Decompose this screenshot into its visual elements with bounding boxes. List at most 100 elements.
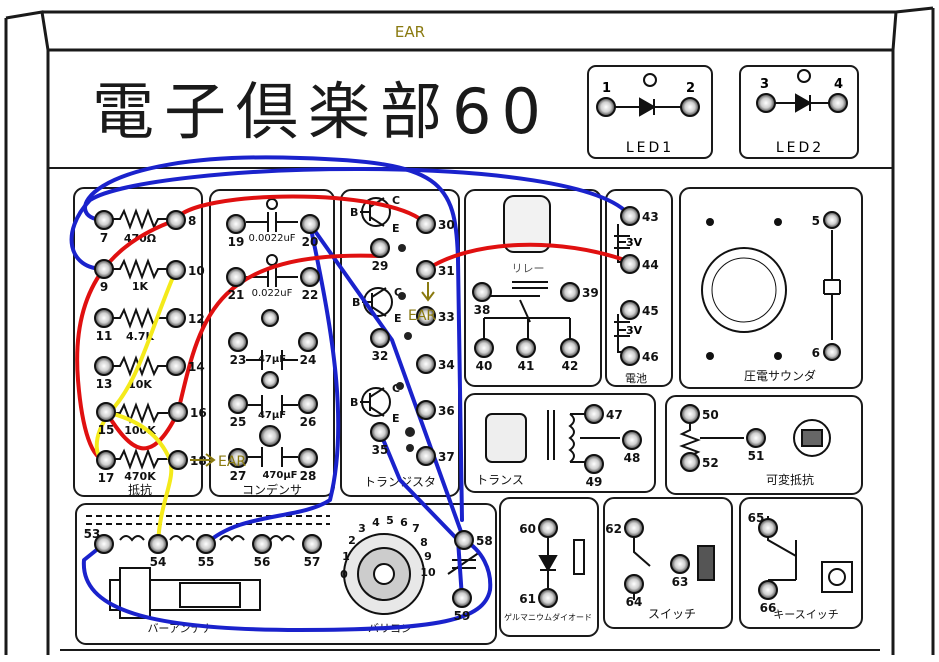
terminal-15[interactable]: [96, 402, 116, 422]
terminal-7[interactable]: [94, 210, 114, 230]
terminal-28[interactable]: [298, 448, 318, 468]
terminal-22[interactable]: [300, 267, 320, 287]
terminal-4[interactable]: [828, 93, 848, 113]
terminal-14[interactable]: [166, 356, 186, 376]
terminal-25[interactable]: [228, 394, 248, 414]
terminal-61[interactable]: [538, 588, 558, 608]
terminal-31[interactable]: [416, 260, 436, 280]
terminal-label-39: 39: [582, 286, 599, 300]
decor-dots: [396, 244, 415, 452]
terminal-10[interactable]: [166, 260, 186, 280]
panel-resistor: [73, 187, 203, 497]
terminal-59[interactable]: [452, 588, 472, 608]
terminal-48[interactable]: [622, 430, 642, 450]
capacitor-47-body: [261, 309, 279, 327]
terminal-49[interactable]: [584, 454, 604, 474]
terminal-64[interactable]: [624, 574, 644, 594]
terminal-9[interactable]: [94, 259, 114, 279]
terminal-44[interactable]: [620, 254, 640, 274]
terminal-27[interactable]: [228, 448, 248, 468]
terminal-8[interactable]: [166, 210, 186, 230]
terminal-13[interactable]: [94, 356, 114, 376]
terminal-26[interactable]: [298, 394, 318, 414]
pin-b-3: B: [350, 396, 358, 409]
terminal-47[interactable]: [584, 404, 604, 424]
varicon-dial[interactable]: [343, 533, 425, 615]
terminal-46[interactable]: [620, 346, 640, 366]
terminal-54[interactable]: [148, 534, 168, 554]
terminal-20[interactable]: [300, 214, 320, 234]
terminal-52[interactable]: [680, 452, 700, 472]
terminal-2[interactable]: [680, 97, 700, 117]
terminal-17[interactable]: [96, 450, 116, 470]
terminal-33[interactable]: [416, 306, 436, 326]
terminal-label-45: 45: [642, 304, 659, 318]
terminal-41[interactable]: [516, 338, 536, 358]
terminal-35[interactable]: [370, 422, 390, 442]
key-switch-label: キースイッチ: [773, 608, 838, 621]
terminal-66[interactable]: [758, 580, 778, 600]
terminal-45[interactable]: [620, 300, 640, 320]
terminal-label-16: 16: [190, 406, 207, 420]
diode-symbol: [538, 536, 585, 588]
terminal-label-21: 21: [228, 288, 245, 302]
terminal-51[interactable]: [746, 428, 766, 448]
panel-key-switch: [739, 497, 863, 629]
terminal-58[interactable]: [454, 530, 474, 550]
terminal-label-63: 63: [672, 575, 689, 589]
terminal-21[interactable]: [226, 267, 246, 287]
terminal-label-36: 36: [438, 404, 455, 418]
terminal-29[interactable]: [370, 238, 390, 258]
terminal-label-41: 41: [518, 359, 535, 373]
terminal-50[interactable]: [680, 404, 700, 424]
terminal-label-43: 43: [642, 210, 659, 224]
terminal-label-12: 12: [188, 312, 205, 326]
terminal-6[interactable]: [823, 343, 841, 361]
terminal-60[interactable]: [538, 518, 558, 538]
terminal-55[interactable]: [196, 534, 216, 554]
terminal-42[interactable]: [560, 338, 580, 358]
top-ear-label: EAR: [395, 23, 425, 41]
terminal-34[interactable]: [416, 354, 436, 374]
terminal-5[interactable]: [823, 211, 841, 229]
terminal-53[interactable]: [94, 534, 114, 554]
svg-text:2: 2: [348, 534, 356, 547]
terminal-56[interactable]: [252, 534, 272, 554]
ear-label-1: EAR: [218, 454, 246, 470]
terminal-43[interactable]: [620, 206, 640, 226]
svg-text:3: 3: [358, 522, 366, 535]
ear-arrow-down-icon: [421, 282, 435, 302]
terminal-label-6: 6: [812, 346, 820, 360]
terminal-label-66: 66: [760, 601, 777, 615]
terminal-30[interactable]: [416, 214, 436, 234]
pin-b-1: B: [350, 206, 358, 219]
terminal-12[interactable]: [166, 308, 186, 328]
terminal-65[interactable]: [758, 518, 778, 538]
terminal-19[interactable]: [226, 214, 246, 234]
terminal-36[interactable]: [416, 400, 436, 420]
terminal-11[interactable]: [94, 308, 114, 328]
capacitor-value-4: 470μF: [262, 470, 297, 481]
terminal-16[interactable]: [168, 402, 188, 422]
terminal-57[interactable]: [302, 534, 322, 554]
terminal-3[interactable]: [756, 93, 776, 113]
terminal-62[interactable]: [624, 518, 644, 538]
panel-relay: [464, 189, 602, 387]
terminal-38[interactable]: [472, 282, 492, 302]
terminal-1[interactable]: [596, 97, 616, 117]
led-symbol-icon: [795, 93, 813, 113]
terminal-32[interactable]: [370, 328, 390, 348]
wires: [69, 155, 632, 632]
terminal-37[interactable]: [416, 446, 436, 466]
terminal-label-47: 47: [606, 408, 623, 422]
terminal-label-11: 11: [96, 329, 113, 343]
capacitor-470-body: [259, 425, 281, 447]
terminal-24[interactable]: [298, 332, 318, 352]
led1-panel: 1 2 LED1: [587, 65, 713, 159]
terminal-23[interactable]: [228, 332, 248, 352]
terminal-18[interactable]: [168, 450, 188, 470]
terminal-40[interactable]: [474, 338, 494, 358]
terminal-39[interactable]: [560, 282, 580, 302]
terminal-63[interactable]: [670, 554, 690, 574]
